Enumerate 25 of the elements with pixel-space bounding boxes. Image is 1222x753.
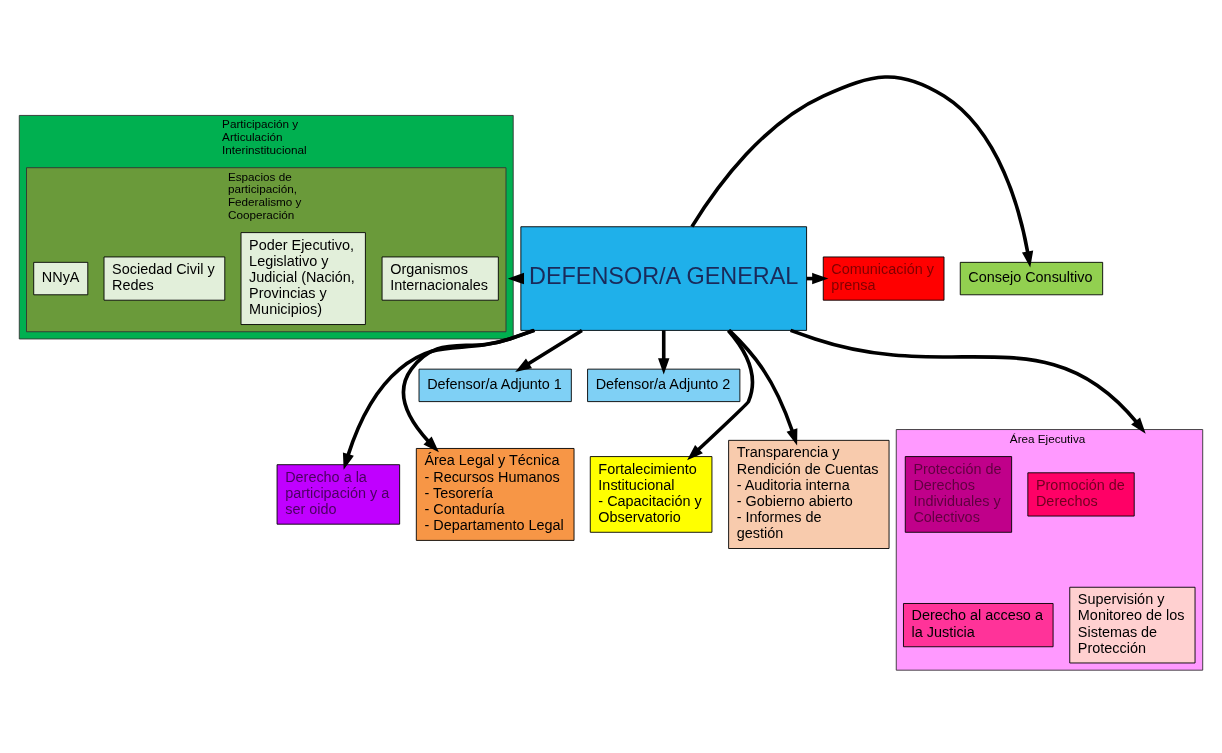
arrow <box>401 328 535 452</box>
node-box: Sociedad Civil y Redes <box>103 256 226 301</box>
node-box: Comunicación y prensa <box>822 256 945 301</box>
node-box: Área Legal y Técnica - Recursos Humanos - Tesorería - Contaduría - Departamento Legal <box>415 447 575 541</box>
arrow <box>507 272 525 284</box>
arrow <box>690 74 1034 267</box>
node-box: NNyA <box>33 261 89 295</box>
arrow <box>728 328 798 445</box>
node-box: Organismos Internacionales <box>381 256 499 301</box>
node-box: Derecho al acceso a la Justicia <box>903 602 1054 647</box>
node-box: Defensor/a Adjunto 2 <box>587 368 741 402</box>
node-box: Supervisión y Monitoreo de los Sistemas de Protección <box>1069 586 1196 663</box>
node-box: Consejo Consultivo <box>959 261 1104 295</box>
node-box: Protección de Derechos Individuales y Colectivos <box>904 455 1013 533</box>
node-box: Transparencia y Rendición de Cuentas - Auditoria interna - Gobierno abierto - Informes de gestión <box>728 439 890 549</box>
node-box: Derecho a la participación y a ser oido <box>276 463 401 525</box>
arrow <box>658 329 670 375</box>
node-box: Poder Ejecutivo, Legislativo y Judicial (Nación, Provincias y Municipios) <box>240 231 366 325</box>
arrow <box>342 328 536 470</box>
arrow <box>790 328 1146 434</box>
arrow <box>687 328 755 460</box>
node-box: Fortalecimiento Institucional - Capacitación y Observatorio <box>589 455 713 533</box>
arrow <box>515 328 583 372</box>
node-box: Promoción de Derechos <box>1027 471 1135 516</box>
node-box: Defensor/a Adjunto 1 <box>418 368 572 402</box>
